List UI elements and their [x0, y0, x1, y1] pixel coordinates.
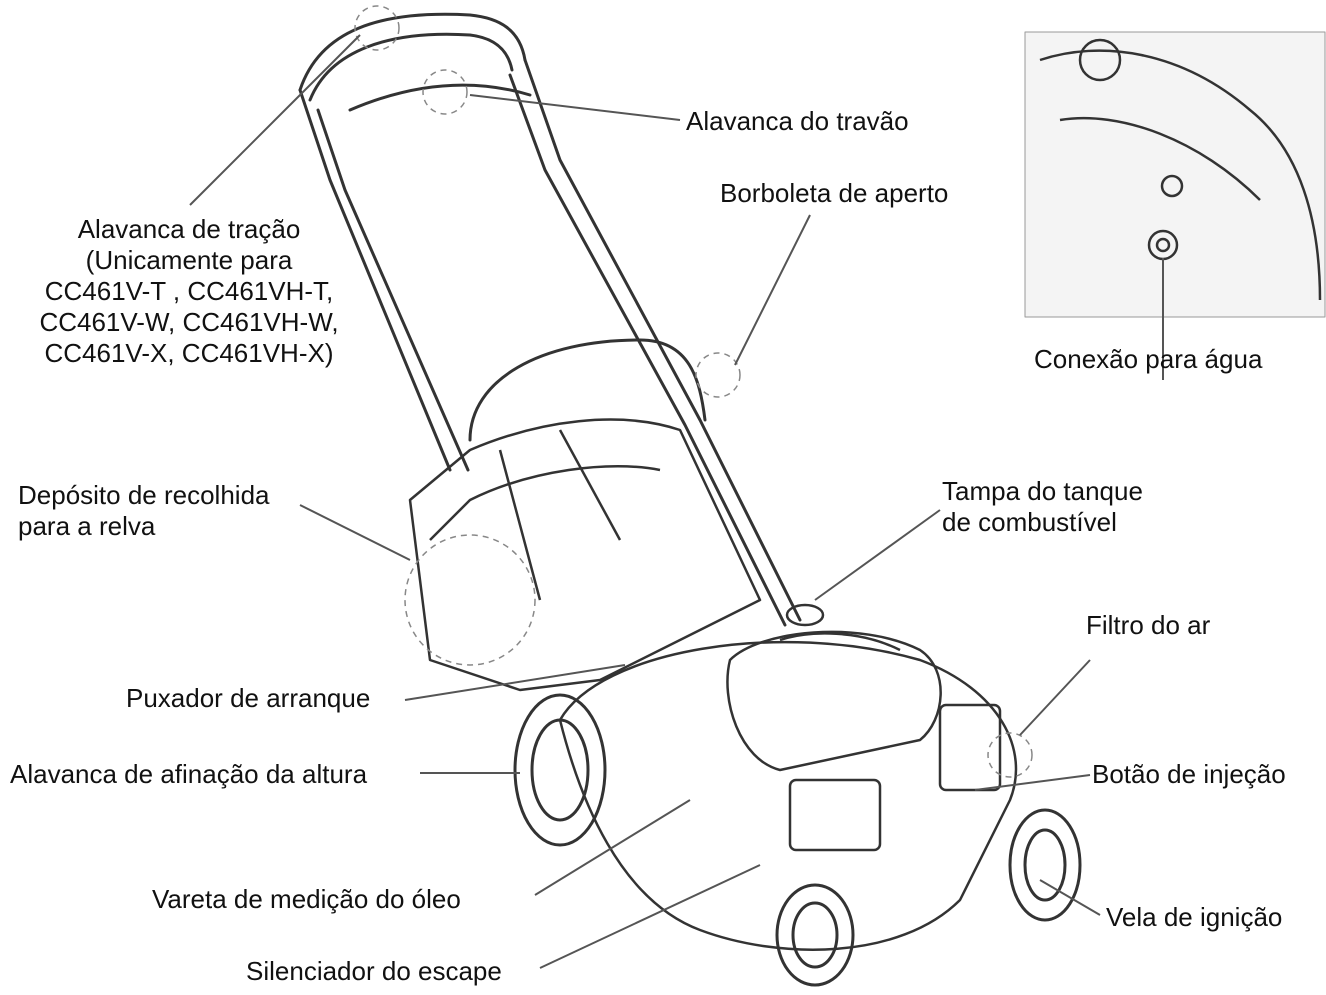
callout-circle-brake [422, 69, 468, 115]
handle-right-bar [523, 58, 802, 622]
label-water-connection: Conexão para água [1034, 344, 1263, 374]
label-dipstick: Vareta de medição do óleo [152, 884, 461, 914]
mower-deck [558, 640, 1018, 951]
label-starter-handle: Puxador de arranque [126, 683, 371, 713]
front-right-wheel [1008, 808, 1082, 922]
callout-circle-bag [404, 534, 536, 666]
callout-circle-wingnut [695, 352, 741, 398]
label-height-lever: Alavanca de afinação da altura [10, 759, 368, 789]
callout-circle-traction [354, 5, 400, 51]
inset-frame [1024, 31, 1326, 318]
label-air-filter: Filtro do ar [1086, 610, 1211, 640]
handle-lower-u [468, 338, 707, 442]
handle-left-bar [298, 88, 452, 472]
label-traction-lever: Alavanca de tração (Unicamente para CC46… [39, 214, 339, 368]
leader-dipstick [534, 799, 691, 896]
label-spark-plug: Vela de ignição [1106, 902, 1283, 932]
callout-circle-airfilter [987, 732, 1033, 778]
leader-fuel [814, 509, 941, 601]
label-brake-lever: Alavanca do travão [686, 106, 909, 136]
leader-airfilter [1019, 659, 1091, 736]
brake-bar [348, 83, 532, 112]
engine-cover [726, 630, 942, 772]
label-fuel-cap: Tampa do tanque de combustível [942, 476, 1143, 537]
label-primer-button: Botão de injeção [1092, 759, 1286, 789]
leader-muffler [539, 864, 761, 969]
rear-left-wheel [513, 693, 607, 847]
grass-bag [408, 418, 762, 692]
leader-traction [189, 34, 361, 206]
front-left-wheel [775, 883, 855, 987]
leader-bag [299, 504, 411, 561]
label-muffler: Silenciador do escape [246, 956, 502, 986]
leader-sparkplug [1039, 879, 1101, 916]
leader-primer [974, 774, 1091, 791]
handle-top-bar [298, 12, 527, 92]
label-wing-nut: Borboleta de aperto [720, 178, 949, 208]
air-filter-box [938, 703, 1002, 792]
engine-block [788, 778, 882, 852]
leader-wingnut [734, 214, 811, 366]
leader-starter [404, 664, 626, 701]
label-grass-bag: Depósito de recolhida para a relva [18, 480, 270, 541]
fuel-cap-shape [785, 603, 825, 627]
leader-brake [469, 94, 681, 121]
